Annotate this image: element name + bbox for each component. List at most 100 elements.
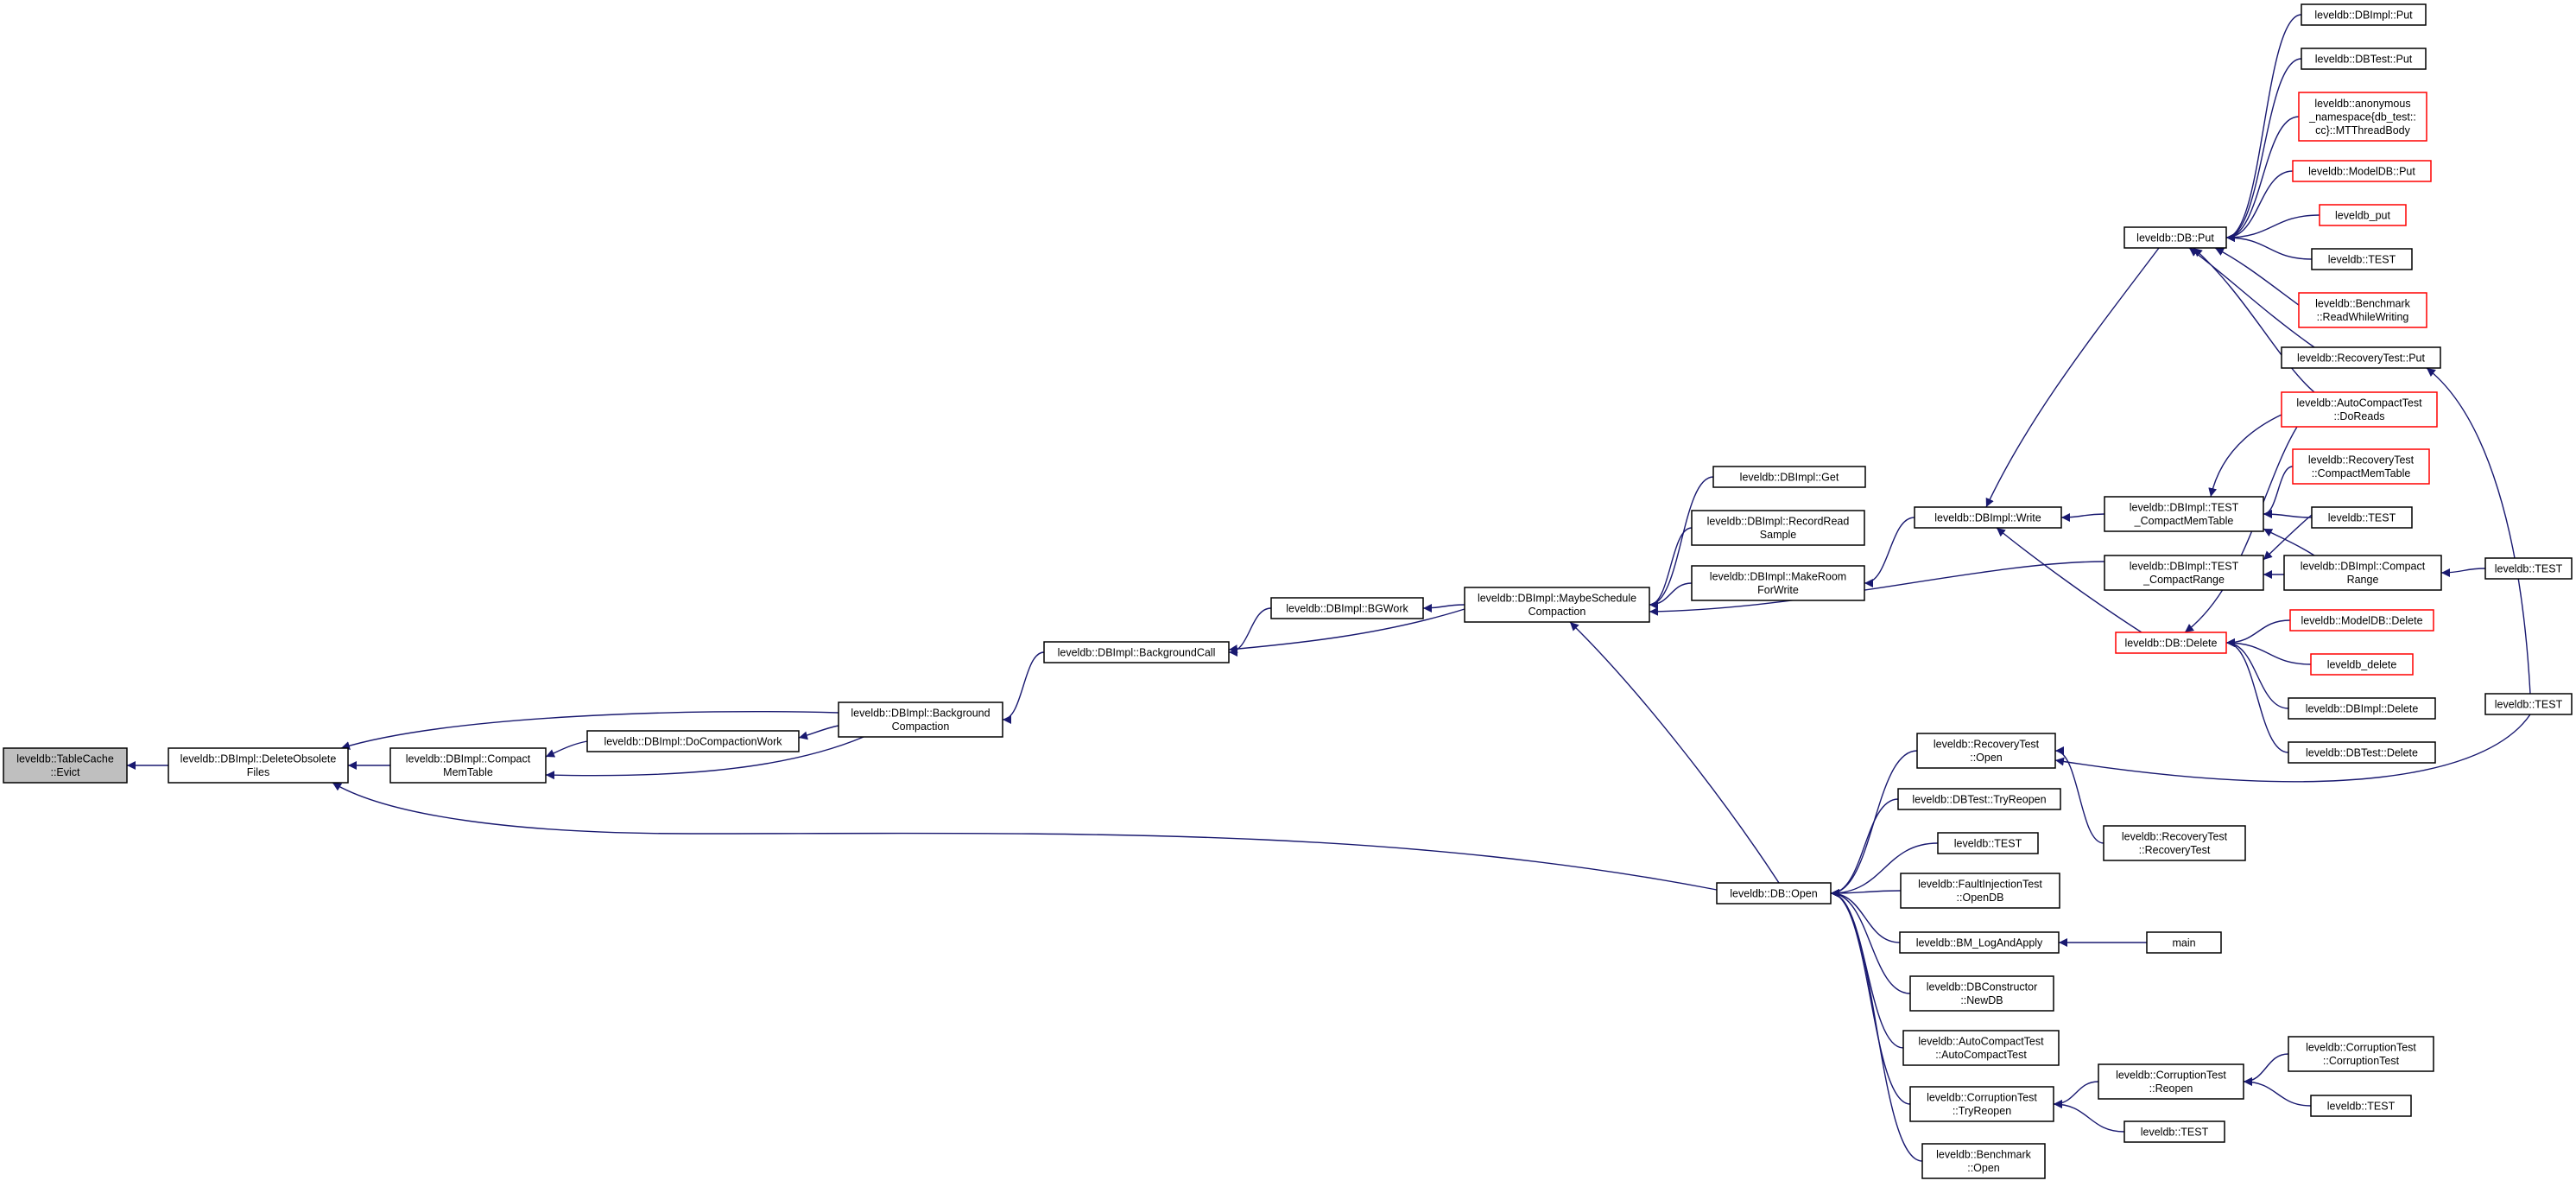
node-modeldbdelete[interactable]: leveldb::ModelDB::Delete — [2289, 609, 2434, 632]
node-box — [1921, 1143, 2046, 1179]
node-benchopen[interactable]: leveldb::Benchmark::Open — [1921, 1143, 2046, 1179]
node-test_open[interactable]: leveldb::TEST — [1937, 832, 2039, 854]
node-box — [1909, 975, 2054, 1012]
node-box — [168, 747, 349, 784]
edge-dbdelete-to-dbimplwrite — [1996, 527, 2142, 633]
node-dbimplget[interactable]: leveldb::DBImpl::Get — [1712, 466, 1866, 488]
node-label: Range — [2347, 574, 2379, 586]
node-box — [1712, 466, 1866, 488]
edge-recoveryput-to-dbput — [2188, 247, 2315, 348]
node-recoveryopen[interactable]: leveldb::RecoveryTest::Open — [1916, 733, 2056, 769]
node-label: leveldb::AutoCompactTest — [1918, 1036, 2044, 1048]
edge-test_far2-to-recoveryopen — [2054, 714, 2531, 783]
node-test_mid[interactable]: leveldb::TEST — [2311, 506, 2413, 529]
node-label: leveldb::RecoveryTest — [2122, 831, 2228, 843]
node-compactmemtable[interactable]: leveldb::DBImpl::CompactMemTable — [389, 747, 547, 784]
node-box — [2298, 292, 2427, 328]
node-label: ::TryReopen — [1953, 1105, 2011, 1117]
node-box — [1716, 882, 1832, 905]
node-box — [2288, 1036, 2434, 1072]
node-box — [2484, 557, 2573, 580]
node-box — [2123, 1120, 2225, 1143]
node-box — [3, 747, 128, 784]
node-label: leveldb::TEST — [2495, 698, 2563, 710]
node-test_far1[interactable]: leveldb::TEST — [2484, 557, 2573, 580]
node-autocompacttest[interactable]: leveldb::AutoCompactTest::AutoCompactTes… — [1902, 1030, 2060, 1066]
node-label: leveldb::DBConstructor — [1927, 981, 2038, 993]
node-leveldbput[interactable]: leveldb_put — [2319, 204, 2407, 226]
node-evict[interactable]: leveldb::TableCache::Evict — [3, 747, 128, 784]
edge-backgroundcall-to-backgroundcompaction — [1002, 651, 1045, 724]
node-box — [1897, 788, 2061, 810]
node-autodoreads[interactable]: leveldb::AutoCompactTest::DoReads — [2281, 391, 2438, 428]
node-box — [2311, 248, 2413, 270]
node-dbtestput[interactable]: leveldb::DBTest::Put — [2301, 48, 2427, 70]
node-box — [838, 701, 1003, 738]
node-label: Compaction — [1529, 606, 1586, 618]
node-docompactionwork[interactable]: leveldb::DBImpl::DoCompactionWork — [586, 730, 800, 752]
node-testcompactrange[interactable]: leveldb::DBImpl::TEST_CompactRange — [2104, 555, 2264, 591]
node-corrtest[interactable]: leveldb::CorruptionTest::CorruptionTest — [2288, 1036, 2434, 1072]
node-box — [2104, 555, 2264, 591]
node-dbconstructor[interactable]: leveldb::DBConstructor::NewDB — [1909, 975, 2054, 1012]
node-mtthreadbody[interactable]: leveldb::anonymous_namespace{db_test::cc… — [2298, 92, 2427, 142]
node-recoverytest[interactable]: leveldb::RecoveryTest::RecoveryTest — [2103, 825, 2246, 861]
node-dbimpldelete[interactable]: leveldb::DBImpl::Delete — [2288, 697, 2436, 720]
node-box — [1902, 1030, 2060, 1066]
node-corrreopen[interactable]: leveldb::CorruptionTest::Reopen — [2098, 1063, 2244, 1100]
node-test_put[interactable]: leveldb::TEST — [2311, 248, 2413, 270]
node-leveldbdelete[interactable]: leveldb_delete — [2310, 653, 2414, 676]
node-label: leveldb::FaultInjectionTest — [1918, 879, 2042, 891]
node-backgroundcall[interactable]: leveldb::DBImpl::BackgroundCall — [1043, 641, 1230, 663]
node-box — [389, 747, 547, 784]
node-dbimplcompactrange[interactable]: leveldb::DBImpl::CompactRange — [2283, 555, 2442, 591]
node-test_corr[interactable]: leveldb::TEST — [2123, 1120, 2225, 1143]
node-corrtryreopen[interactable]: leveldb::CorruptionTest::TryReopen — [1909, 1086, 2054, 1122]
edge-autocompacttest-to-dbopen — [1830, 889, 1904, 1049]
node-label: leveldb::RecoveryTest — [1934, 739, 2040, 751]
node-test_far2[interactable]: leveldb::TEST — [2484, 693, 2573, 715]
node-test_corr2[interactable]: leveldb::TEST — [2310, 1095, 2412, 1117]
node-dbput[interactable]: leveldb::DB::Put — [2123, 226, 2227, 249]
nodes-layer: leveldb::TableCache::Evict leveldb::DBImp… — [3, 3, 2573, 1179]
node-modeldbput[interactable]: leveldb::ModelDB::Put — [2292, 160, 2432, 182]
node-dbdelete[interactable]: leveldb::DB::Delete — [2115, 632, 2227, 654]
edge-mtthreadbody-to-dbput — [2225, 116, 2300, 242]
node-box — [1691, 565, 1865, 601]
node-label: leveldb::ModelDB::Put — [2308, 165, 2415, 177]
node-bmlog[interactable]: leveldb::BM_LogAndApply — [1899, 931, 2060, 954]
node-recoveryput[interactable]: leveldb::RecoveryTest::Put — [2281, 346, 2441, 369]
edge-benchopen-to-dbopen — [1830, 889, 1923, 1162]
node-faultopendb[interactable]: leveldb::FaultInjectionTest::OpenDB — [1900, 873, 2060, 909]
node-box — [1270, 597, 1424, 619]
node-label: leveldb::TEST — [1954, 837, 2022, 849]
edge-testcompactmem-to-dbimplwrite — [2060, 512, 2105, 522]
node-bgwork[interactable]: leveldb::DBImpl::BGWork — [1270, 597, 1424, 619]
node-dbtestdelete[interactable]: leveldb::DBTest::Delete — [2288, 741, 2436, 764]
node-testcompactmem[interactable]: leveldb::DBImpl::TEST_CompactMemTable — [2104, 496, 2264, 532]
node-label: leveldb::TEST — [2495, 562, 2563, 574]
node-dbtesttryreopen[interactable]: leveldb::DBTest::TryReopen — [1897, 788, 2061, 810]
node-dbopen[interactable]: leveldb::DB::Open — [1716, 882, 1832, 905]
edge-dbopen-to-maybeschedule — [1569, 621, 1780, 884]
edge-test_mid-to-testcompactmem — [2263, 510, 2313, 519]
node-recoverycompactmem[interactable]: leveldb::RecoveryTest::CompactMemTable — [2292, 448, 2430, 485]
node-label: _namespace{db_test:: — [2308, 111, 2416, 123]
node-box — [1909, 1086, 2054, 1122]
node-label: leveldb::ModelDB::Delete — [2301, 614, 2422, 626]
node-dbimplput[interactable]: leveldb::DBImpl::Put — [2301, 3, 2427, 26]
node-main[interactable]: main — [2146, 931, 2222, 954]
node-benchrww[interactable]: leveldb::Benchmark::ReadWhileWriting — [2298, 292, 2427, 328]
node-label: ::DoReads — [2333, 410, 2384, 422]
node-box — [1691, 510, 1865, 546]
node-dbimplwrite[interactable]: leveldb::DBImpl::Write — [1914, 506, 2062, 529]
node-box — [1900, 873, 2060, 909]
edge-corrtest-to-corrreopen — [2243, 1053, 2289, 1086]
edge-autodoreads-to-testcompactmem — [2208, 414, 2282, 498]
node-label: Compaction — [892, 720, 950, 733]
